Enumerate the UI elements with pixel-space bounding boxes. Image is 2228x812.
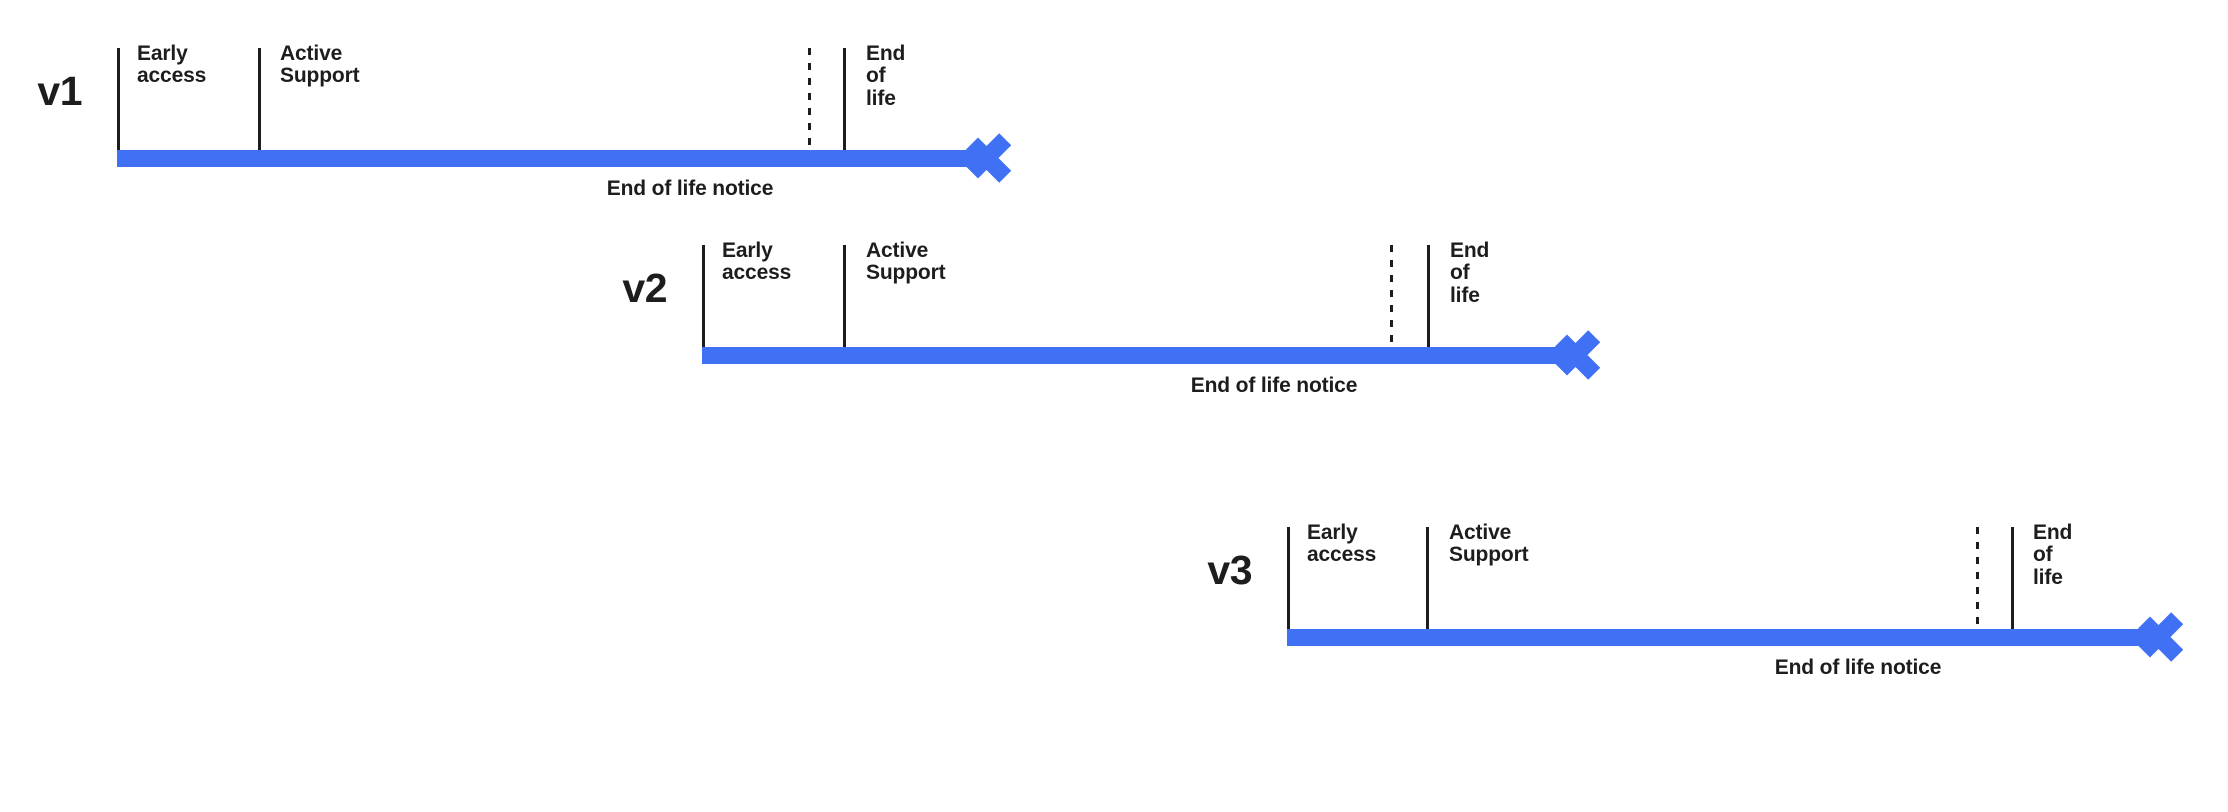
timeline-arrow-shaft-v2 <box>702 347 1584 364</box>
phase-divider-solid-v2-1 <box>702 245 705 347</box>
end-of-life-notice-label-v3: End of life notice <box>1774 656 1942 679</box>
phase-label-v3-1: Early access <box>1307 521 1377 567</box>
phase-divider-solid-v3-1 <box>1287 527 1290 629</box>
phase-divider-solid-v1-2 <box>258 48 261 150</box>
phase-divider-solid-v3-2 <box>1426 527 1429 629</box>
phase-label-v3-2: Active Support <box>1449 521 1529 567</box>
phase-divider-solid-v2-3 <box>1427 245 1430 347</box>
phase-label-v2-2: Active Support <box>866 239 946 285</box>
version-label-v3: v3 <box>1207 547 1252 593</box>
timeline-arrow-shaft-v1 <box>117 150 995 167</box>
timeline-arrow-head-v3 <box>2137 608 2192 666</box>
end-of-life-notice-divider-v1 <box>808 48 811 150</box>
phase-label-v1-3: End of life <box>866 42 906 110</box>
phase-divider-solid-v1-1 <box>117 48 120 150</box>
timeline-arrow-head-v1 <box>965 129 1020 187</box>
phase-divider-solid-v1-3 <box>843 48 846 150</box>
phase-label-v2-1: Early access <box>722 239 792 285</box>
phase-divider-solid-v2-2 <box>843 245 846 347</box>
end-of-life-notice-label-v1: End of life notice <box>606 177 774 200</box>
timeline-arrow-head-v2 <box>1554 326 1609 384</box>
phase-label-v2-3: End of life <box>1450 239 1490 307</box>
end-of-life-notice-divider-v2 <box>1390 245 1393 347</box>
phase-label-v3-3: End of life <box>2033 521 2073 589</box>
version-label-v2: v2 <box>622 265 667 311</box>
phase-divider-solid-v3-3 <box>2011 527 2014 629</box>
version-label-v1: v1 <box>37 68 82 114</box>
phase-label-v1-2: Active Support <box>280 42 360 88</box>
phase-label-v1-1: Early access <box>137 42 207 88</box>
end-of-life-notice-divider-v3 <box>1976 527 1979 629</box>
timeline-arrow-shaft-v3 <box>1287 629 2167 646</box>
end-of-life-notice-label-v2: End of life notice <box>1190 374 1358 397</box>
